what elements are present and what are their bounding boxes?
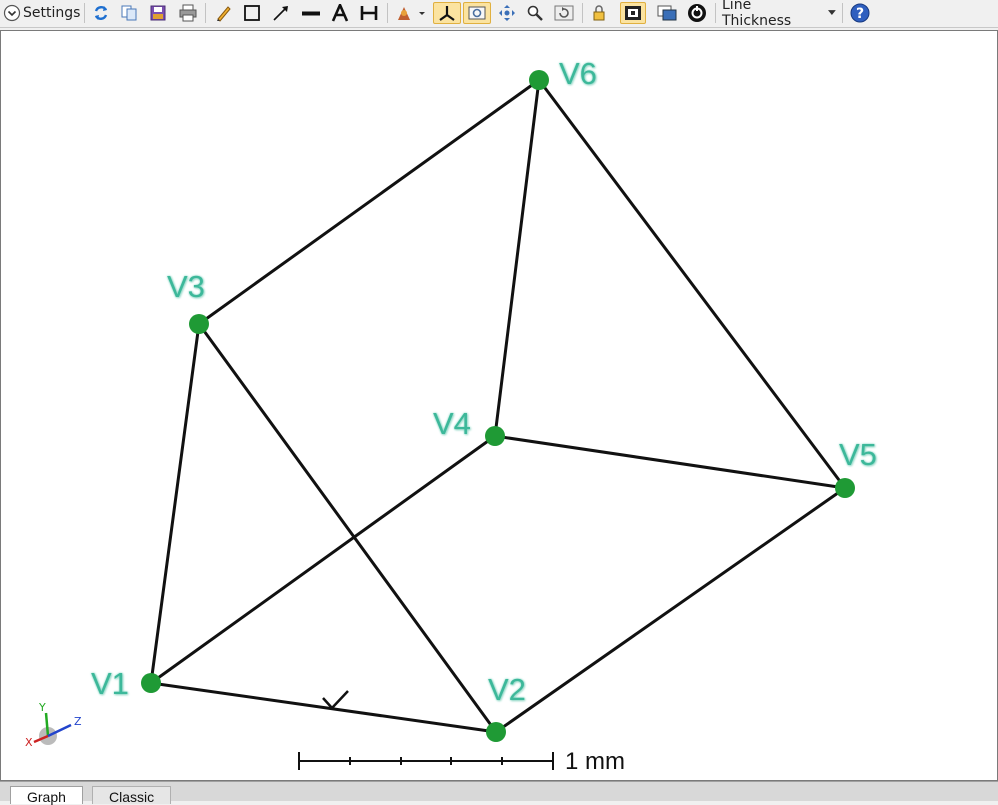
copy-icon[interactable] <box>118 2 140 24</box>
wireframe-scene: Y X Z <box>25 70 855 770</box>
toolbar: Settings <box>0 0 998 29</box>
save-icon[interactable] <box>147 2 169 24</box>
text-icon[interactable] <box>329 2 351 24</box>
scale-bar <box>298 752 554 770</box>
axis-y-label: Y <box>38 701 46 714</box>
lock-icon[interactable] <box>588 2 610 24</box>
line-thickness-label: Line Thickness <box>722 0 792 29</box>
edge-v5-v6 <box>537 78 847 490</box>
rectangle-icon[interactable] <box>241 2 263 24</box>
chevron-down-icon <box>828 10 836 15</box>
vertex-dot-v1[interactable] <box>141 673 161 693</box>
axis-z-label: Z <box>74 715 82 728</box>
edge-v1-v3 <box>149 322 201 685</box>
toolbar-separator <box>387 3 388 23</box>
toolbar-separator <box>205 3 206 23</box>
vertex-dot-v5[interactable] <box>835 478 855 498</box>
edge-v4-v5 <box>493 434 847 490</box>
vertex-label-v3: V3 <box>167 269 205 304</box>
mouse-cursor-icon <box>322 690 349 710</box>
toolbar-separator <box>582 3 583 23</box>
zoom-box-icon[interactable] <box>463 2 491 24</box>
vertex-label-v6: V6 <box>559 56 597 91</box>
tab-classic-label: Classic <box>109 789 155 805</box>
edge-v3-v6 <box>197 78 541 326</box>
refresh-icon[interactable] <box>90 2 112 24</box>
svg-text:?: ? <box>856 6 864 22</box>
edge-v2-v3 <box>197 322 498 734</box>
light-icon[interactable] <box>394 2 428 24</box>
vertex-dot-v3[interactable] <box>189 314 209 334</box>
toolbar-separator <box>842 3 843 23</box>
edge-v1-v2 <box>149 681 498 734</box>
reset-icon[interactable] <box>685 2 709 24</box>
help-icon[interactable]: ? <box>848 2 872 24</box>
pencil-icon[interactable] <box>212 2 234 24</box>
arrow-icon[interactable] <box>270 2 292 24</box>
view-tabs: Graph Classic <box>0 781 998 805</box>
vertex-label-v1: V1 <box>91 666 129 701</box>
vertex-dot-v6[interactable] <box>529 70 549 90</box>
graph-viewport[interactable]: Y X Z V1 V2 V3 V4 V5 V6 1 mm <box>0 30 998 781</box>
axes-icon[interactable] <box>433 2 461 24</box>
settings-label: Settings <box>23 5 81 21</box>
edge-v1-v4 <box>149 434 497 685</box>
window-icon[interactable] <box>655 2 679 24</box>
edge-v2-v5 <box>494 486 847 734</box>
axis-x-label: X <box>25 736 33 749</box>
vertex-label-v5: V5 <box>839 437 877 472</box>
tab-graph[interactable]: Graph <box>10 786 83 804</box>
line-thickness-dropdown[interactable]: Line Thickness <box>722 0 836 29</box>
vertex-dots <box>141 70 855 742</box>
line-icon[interactable] <box>299 2 323 24</box>
zoom-icon[interactable] <box>524 2 546 24</box>
axis-triad-icon: Y X Z <box>25 701 82 749</box>
scale-bar-label: 1 mm <box>565 748 625 775</box>
vertex-label-v2: V2 <box>488 672 526 707</box>
pan-icon[interactable] <box>496 2 518 24</box>
collapse-icon[interactable] <box>2 2 22 24</box>
toolbar-separator <box>715 3 716 23</box>
print-icon[interactable] <box>176 2 200 24</box>
vertex-dot-v4[interactable] <box>485 426 505 446</box>
settings-button[interactable]: Settings <box>23 2 81 24</box>
rotate-icon[interactable] <box>552 2 576 24</box>
tab-graph-label: Graph <box>27 789 66 805</box>
toolbar-separator <box>84 3 85 23</box>
tab-classic[interactable]: Classic <box>92 786 172 805</box>
dimension-icon[interactable] <box>357 2 381 24</box>
vertex-dot-v2[interactable] <box>486 722 506 742</box>
vertex-label-v4: V4 <box>433 406 471 441</box>
edge-v4-v6 <box>493 78 541 438</box>
fit-icon[interactable] <box>620 2 646 24</box>
